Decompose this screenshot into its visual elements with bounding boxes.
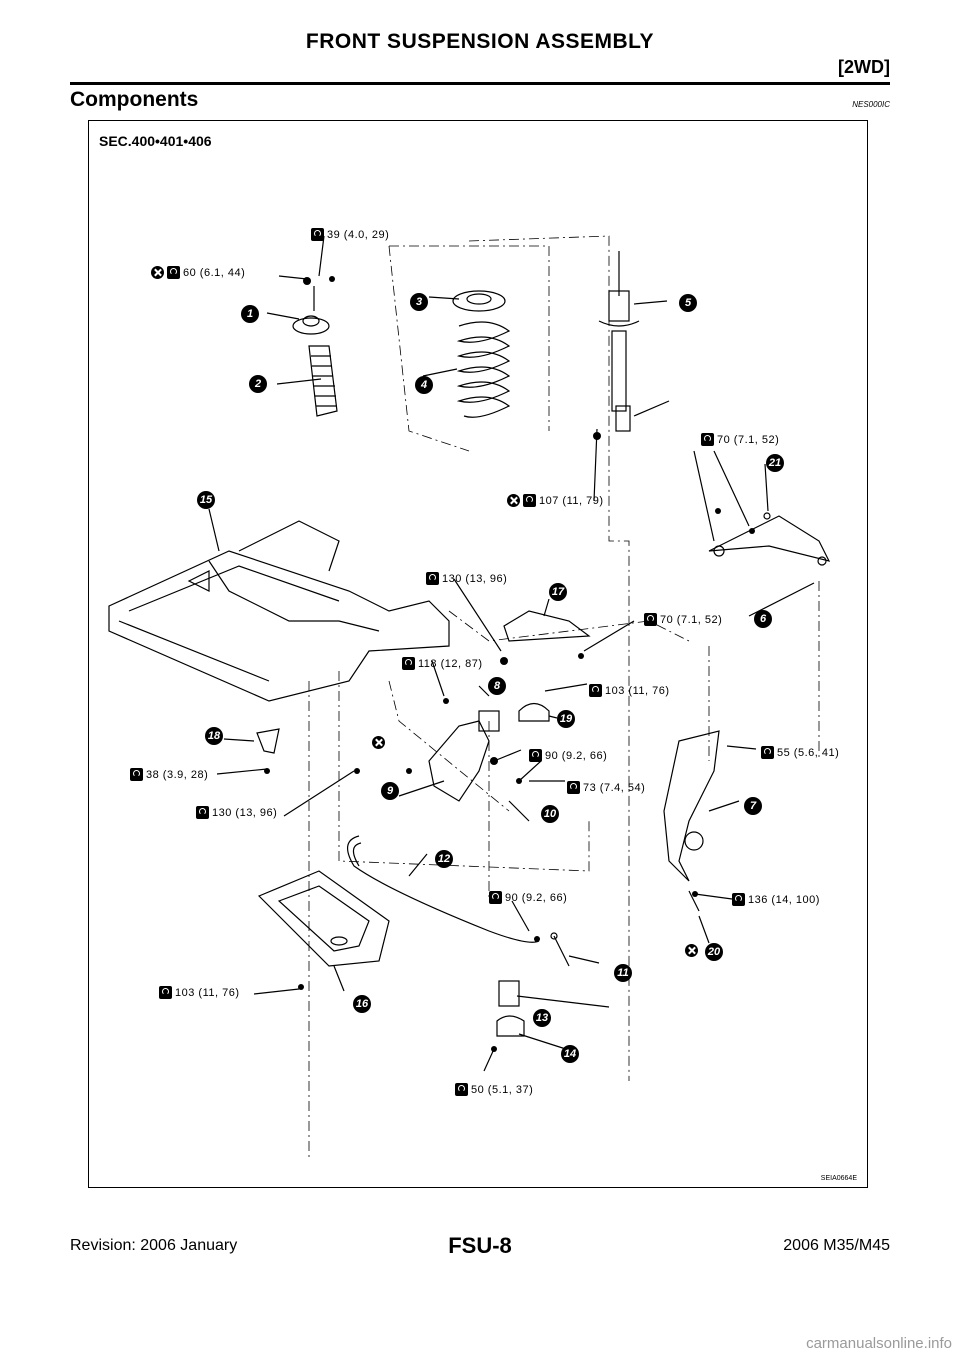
torque-label: 38 (3.9, 28) xyxy=(130,768,208,781)
torque-label: 70 (7.1, 52) xyxy=(644,613,722,626)
do-not-reuse-icon xyxy=(151,266,164,279)
torque-wrench-icon xyxy=(701,433,714,446)
torque-label: 90 (9.2, 66) xyxy=(489,891,567,904)
figure-id: SEIA0664E xyxy=(820,1175,857,1182)
torque-wrench-icon xyxy=(567,781,580,794)
page-title: FRONT SUSPENSION ASSEMBLY xyxy=(305,30,655,53)
torque-label: 103 (11, 76) xyxy=(159,986,240,999)
callout-19: 19 xyxy=(557,710,575,728)
do-not-reuse-icon xyxy=(372,736,385,749)
callout-14: 14 xyxy=(561,1045,579,1063)
torque-label: 55 (5.6, 41) xyxy=(761,746,839,759)
callout-11: 11 xyxy=(614,964,632,982)
torque-label: 107 (11, 79) xyxy=(507,494,604,507)
torque-label: 136 (14, 100) xyxy=(732,893,820,906)
callout-1: 1 xyxy=(241,305,259,323)
section-tag: [2WD] xyxy=(838,57,890,77)
callout-3: 3 xyxy=(410,293,428,311)
torque-wrench-icon xyxy=(159,986,172,999)
torque-label: 103 (11, 76) xyxy=(589,684,670,697)
torque-wrench-icon xyxy=(489,891,502,904)
torque-wrench-icon xyxy=(426,572,439,585)
callout-20: 20 xyxy=(705,943,723,961)
torque-label: 130 (13, 96) xyxy=(196,806,277,819)
torque-wrench-icon xyxy=(402,657,415,670)
torque-wrench-icon xyxy=(455,1083,468,1096)
components-figure: SEC.400•401•406 SEIA0664E 39 (4.0, 29) 6… xyxy=(88,120,868,1188)
torque-wrench-icon xyxy=(130,768,143,781)
page-number: FSU-8 xyxy=(448,1233,512,1258)
torque-label: 70 (7.1, 52) xyxy=(701,433,779,446)
callout-17: 17 xyxy=(549,583,567,601)
section-reference: SEC.400•401•406 xyxy=(99,133,212,149)
callout-5: 5 xyxy=(679,294,697,312)
torque-label: 118 (12, 87) xyxy=(402,657,483,670)
torque-wrench-icon xyxy=(529,749,542,762)
do-not-reuse-icon xyxy=(507,494,520,507)
callout-15: 15 xyxy=(197,491,215,509)
callout-9: 9 xyxy=(381,782,399,800)
callout-8: 8 xyxy=(488,677,506,695)
torque-label: 90 (9.2, 66) xyxy=(529,749,607,762)
callout-13: 13 xyxy=(533,1009,551,1027)
revision-date: Revision: 2006 January xyxy=(70,1237,238,1254)
callout-18: 18 xyxy=(205,727,223,745)
do-not-reuse-icon xyxy=(685,944,698,957)
header-rule xyxy=(70,82,890,85)
torque-label: 60 (6.1, 44) xyxy=(151,266,245,279)
torque-label: 130 (13, 96) xyxy=(426,572,507,585)
torque-wrench-icon xyxy=(761,746,774,759)
torque-wrench-icon xyxy=(732,893,745,906)
torque-wrench-icon xyxy=(644,613,657,626)
torque-wrench-icon xyxy=(167,266,180,279)
torque-label: 73 (7.4, 54) xyxy=(567,781,645,794)
callout-7: 7 xyxy=(744,797,762,815)
torque-wrench-icon xyxy=(196,806,209,819)
suspension-diagram xyxy=(108,235,831,1161)
callout-4: 4 xyxy=(415,376,433,394)
callout-2: 2 xyxy=(249,375,267,393)
torque-wrench-icon xyxy=(523,494,536,507)
callout-6: 6 xyxy=(754,610,772,628)
section-heading: Components xyxy=(70,88,199,111)
callout-16: 16 xyxy=(353,995,371,1013)
callout-10: 10 xyxy=(541,805,559,823)
torque-wrench-icon xyxy=(589,684,602,697)
callout-21: 21 xyxy=(766,454,784,472)
torque-label: 39 (4.0, 29) xyxy=(311,228,389,241)
torque-wrench-icon xyxy=(311,228,324,241)
torque-label: 50 (5.1, 37) xyxy=(455,1083,533,1096)
vehicle-model: 2006 M35/M45 xyxy=(783,1237,890,1254)
reference-code: NES000IC xyxy=(852,100,890,109)
callout-12: 12 xyxy=(435,850,453,868)
watermark: carmanualsonline.info xyxy=(806,1335,952,1352)
